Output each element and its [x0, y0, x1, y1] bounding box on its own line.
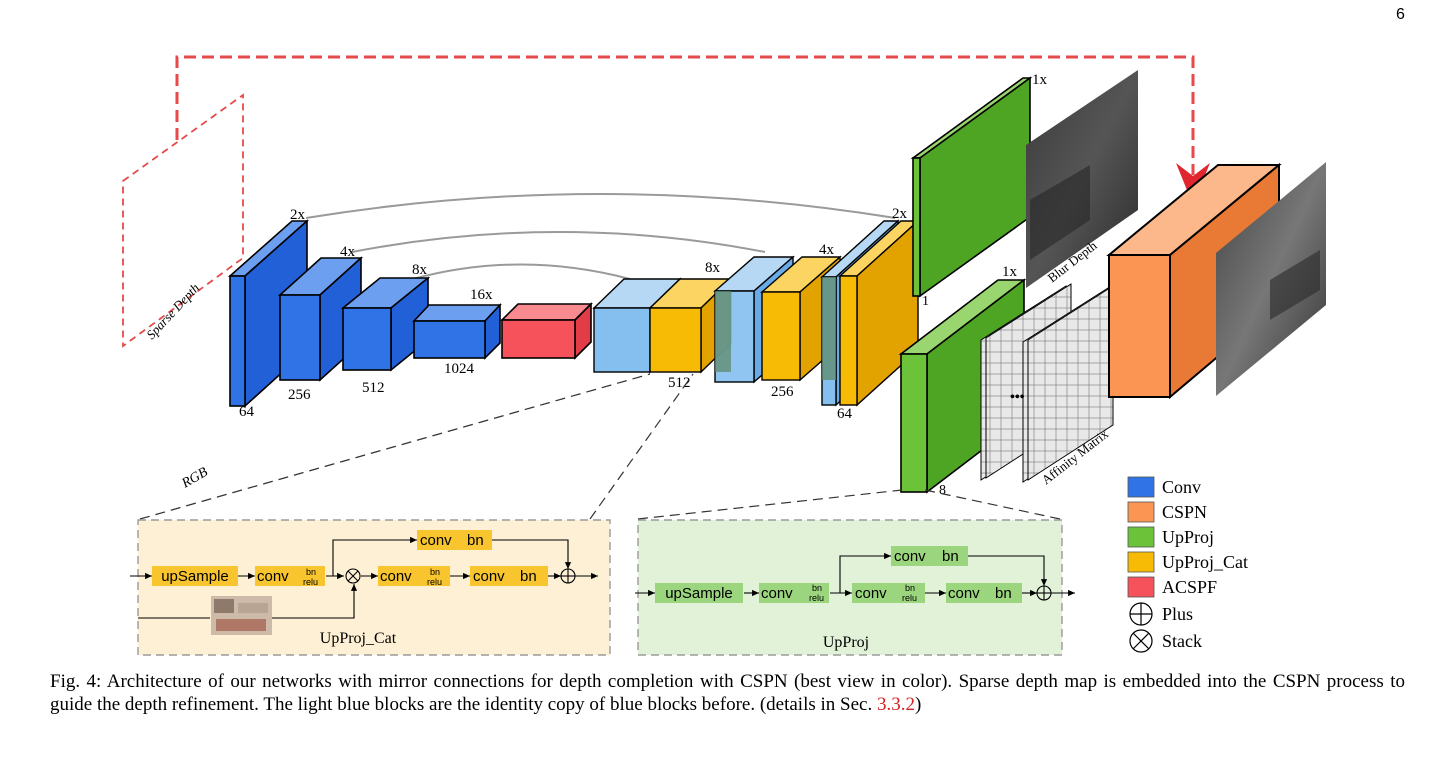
legend-swatch-upproj	[1127, 526, 1155, 548]
blur-channel-label: 1	[922, 294, 929, 309]
up-skip-conv-label: conv	[894, 548, 926, 565]
overlap-tint-512	[715, 291, 731, 372]
zoom-guides	[139, 373, 1061, 520]
uc-relu2-label: relu	[427, 577, 442, 587]
legend-label-stack: Stack	[1162, 631, 1202, 651]
overlap-tint-256	[822, 277, 836, 380]
rgb-thumbnail	[211, 596, 272, 635]
uc-conv3-node	[470, 566, 548, 586]
legend-stack-icon	[1129, 629, 1153, 653]
enc-ch-256: 256	[288, 387, 311, 403]
enc-scale-4x: 4x	[340, 244, 356, 260]
up-relu2-label: relu	[902, 593, 917, 603]
dec-ch-64: 64	[837, 406, 853, 422]
uc-conv1-label: conv	[257, 568, 289, 585]
legend-label-acspf: ACSPF	[1162, 577, 1217, 597]
page-number: 6	[1396, 6, 1405, 23]
sparse-skip-connection	[175, 55, 1210, 205]
up-conv2-label: conv	[855, 585, 887, 602]
acspf-block	[500, 302, 593, 360]
uc-skip-conv-node	[417, 530, 492, 550]
enc-scale-2x: 2x	[290, 207, 306, 223]
upproj-cat-title: UpProj_Cat	[320, 630, 397, 647]
up-bn3-label: bn	[995, 585, 1012, 602]
enc-scale-8x: 8x	[412, 262, 428, 278]
affinity-ellipsis: •••	[1010, 390, 1025, 405]
dec-scale-2x: 2x	[892, 206, 908, 222]
uc-upsample-node	[152, 566, 238, 586]
uc-skip-conv-label: conv	[420, 532, 452, 549]
uc-conv2-label: conv	[380, 568, 412, 585]
upproj-cat-nodes: upSample conv bn relu conv bn relu conv …	[152, 530, 548, 587]
legend-swatch-cspn	[1127, 501, 1155, 523]
blur-depth-head-block	[910, 76, 1033, 298]
uc-bn1-label: bn	[306, 567, 316, 577]
legend-plus-icon	[1129, 602, 1153, 626]
output-depth-image	[1216, 162, 1326, 396]
affinity-channel-label: 8	[939, 483, 946, 498]
dec-scale-8x: 8x	[705, 260, 721, 276]
up-conv3-node	[946, 583, 1022, 603]
legend: Conv CSPN UpProj UpProj_Cat ACSPF Plus S…	[1127, 476, 1248, 653]
upproj-flow	[635, 552, 1075, 601]
up-skip-conv-node	[891, 546, 968, 566]
caption-text: Fig. 4: Architecture of our networks wit…	[50, 671, 1405, 715]
up-upsample-node	[655, 583, 743, 603]
architecture-diagram: Sparse Depth RGB	[122, 55, 1326, 656]
legend-label-plus: Plus	[1162, 604, 1193, 624]
enc-ch-512: 512	[362, 380, 385, 396]
uc-skip-bn-label: bn	[467, 532, 484, 549]
enc-ch-1024: 1024	[444, 361, 475, 377]
blur-depth-image	[1026, 70, 1138, 288]
enc-ch-64: 64	[239, 404, 255, 420]
legend-label-cspn: CSPN	[1162, 502, 1207, 522]
affinity-matrix-stack	[980, 283, 1114, 483]
uc-bn2-label: bn	[430, 567, 440, 577]
legend-swatch-conv	[1127, 476, 1155, 498]
upproj-nodes: upSample conv bn relu conv bn relu conv …	[655, 546, 1022, 603]
blur-scale-label: 1x	[1032, 72, 1048, 88]
legend-label-upproj-cat: UpProj_Cat	[1162, 552, 1248, 572]
mirror-connections	[305, 193, 896, 280]
up-bn2-label: bn	[905, 583, 915, 593]
legend-swatch-upproj-cat	[1127, 551, 1155, 573]
up-conv2-node	[852, 583, 925, 603]
section-reference-link[interactable]: 3.3.2	[876, 694, 915, 715]
up-conv1-node	[759, 583, 829, 603]
uc-conv1-node	[255, 566, 325, 586]
dec-ch-512: 512	[668, 375, 691, 391]
legend-label-conv: Conv	[1162, 477, 1201, 497]
encoder-block-1024	[412, 302, 502, 360]
sparse-depth-plane	[122, 93, 244, 348]
rgb-label: RGB	[179, 465, 211, 492]
uc-upsample-label: upSample	[161, 568, 229, 585]
sparse-depth-label: Sparse Depth	[143, 280, 202, 342]
caption-suffix: )	[914, 694, 922, 715]
uc-conv2-node	[378, 566, 450, 586]
up-skip-bn-label: bn	[942, 548, 959, 565]
enc-scale-16x: 16x	[470, 287, 493, 303]
legend-swatch-acspf	[1127, 576, 1155, 598]
upproj-cat-flow	[130, 536, 598, 619]
figure-caption: Fig. 4: Architecture of our networks wit…	[50, 670, 1405, 716]
dec-scale-4x: 4x	[819, 242, 835, 258]
legend-label-upproj: UpProj	[1162, 527, 1214, 547]
up-relu1-label: relu	[809, 593, 824, 603]
uc-bn3-label: bn	[520, 568, 537, 585]
dec-ch-256: 256	[771, 384, 794, 400]
up-conv3-label: conv	[948, 585, 980, 602]
up-conv1-label: conv	[761, 585, 793, 602]
upproj-title: UpProj	[823, 634, 869, 651]
up-bn1-label: bn	[812, 583, 822, 593]
up-upsample-label: upSample	[665, 585, 733, 602]
uc-relu1-label: relu	[303, 577, 318, 587]
affinity-scale-label: 1x	[1002, 264, 1018, 280]
uc-conv3-label: conv	[473, 568, 505, 585]
